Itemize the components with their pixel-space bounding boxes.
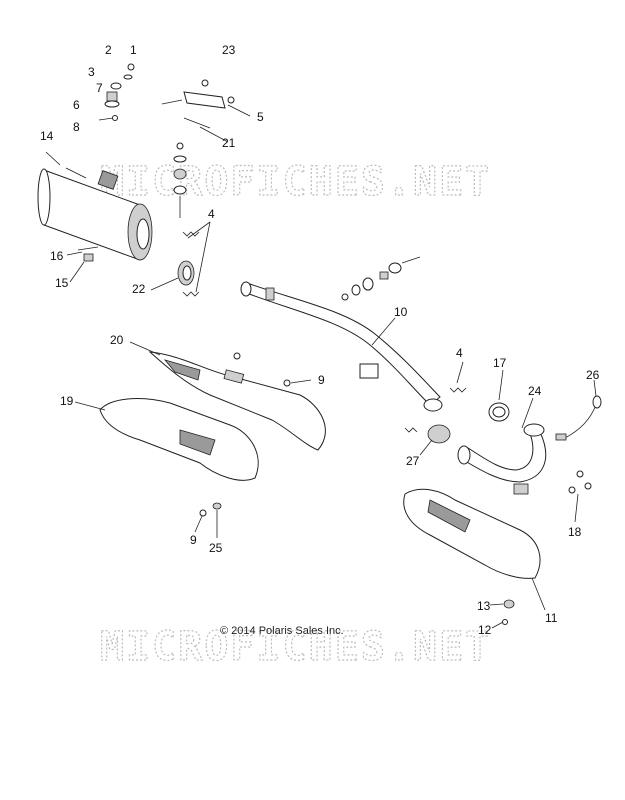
callout-20: 20 [110,333,124,347]
callout-25: 25 [209,541,223,555]
callout-22: 22 [132,282,146,296]
gasket-22 [177,260,195,286]
watermark-bottom: MICROFICHES.NET [100,624,491,670]
gasket-27 [427,424,451,444]
o2-sensor [555,395,602,441]
callout-4-upper: 4 [208,207,215,221]
callout-27: 27 [406,454,420,468]
callout-16: 16 [50,249,64,263]
callout-1: 1 [130,43,137,57]
callout-15: 15 [55,276,69,290]
heat-shield-19 [99,398,259,481]
callout-19: 19 [60,394,74,408]
callout-3: 3 [88,65,95,79]
callout-6: 6 [73,98,80,112]
shield-screws [199,352,291,517]
head-pipe [240,281,443,412]
callout-5: 5 [257,110,264,124]
fastener-12-13 [502,599,515,625]
callout-9-lower: 9 [190,533,197,547]
callout-14: 14 [40,129,54,143]
callout-11: 11 [545,611,558,625]
isolator-stack [173,142,187,218]
callout-18: 18 [568,525,582,539]
spring-4-lower [404,387,467,433]
callout-10: 10 [394,305,408,319]
callout-2: 2 [105,43,112,57]
pipe-fasteners [341,256,421,301]
callout-24: 24 [528,384,542,398]
muffler-hardware [77,246,99,262]
springs-upper [182,221,211,297]
heat-shield-20 [148,351,326,451]
heat-shield-11 [403,488,541,579]
callout-26: 26 [586,368,600,382]
bolts-18 [568,470,592,494]
callout-4-lower: 4 [456,346,463,360]
callout-23: 23 [222,43,236,57]
callout-12: 12 [478,623,492,637]
callout-8: 8 [73,120,80,134]
leader-lines [45,104,597,629]
callout-labels: 1 2 3 7 6 8 23 5 21 14 4 16 15 22 10 20 … [40,43,600,637]
callout-21: 21 [222,136,236,150]
copyright-notice: © 2014 Polaris Sales Inc. [220,625,344,637]
gasket-17 [488,402,510,422]
watermark-top: MICROFICHES.NET [100,159,491,205]
callout-9-upper: 9 [318,373,325,387]
mount-bracket [161,79,235,129]
callout-17: 17 [493,356,507,370]
mid-pipe-24 [457,423,547,495]
callout-13: 13 [477,599,491,613]
clamp-hardware-stack [98,63,135,121]
callout-7: 7 [96,81,103,95]
muffler [37,167,153,261]
